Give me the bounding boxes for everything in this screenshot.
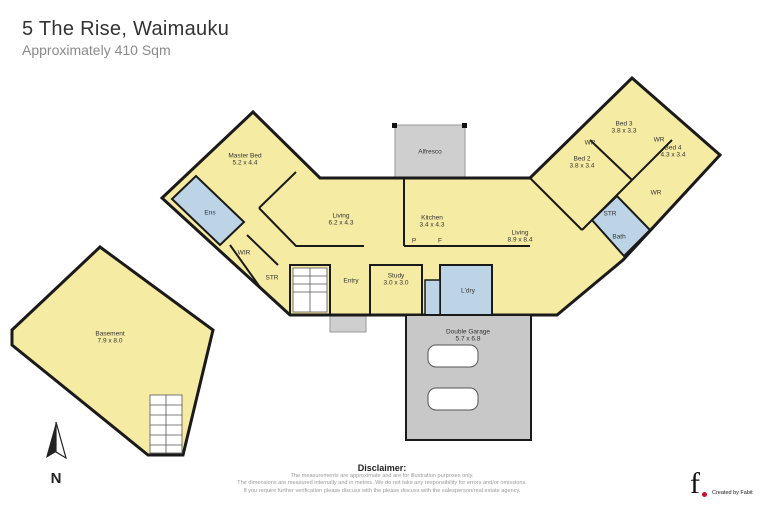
alfresco-post xyxy=(392,123,397,128)
room-wr-bed3: WR xyxy=(653,136,665,144)
garage-room xyxy=(405,314,532,441)
pantry-label: P xyxy=(411,237,417,245)
room-name: Living xyxy=(332,212,350,220)
north-label: N xyxy=(50,470,62,487)
room-name: Study xyxy=(387,272,405,280)
room-name: Basement xyxy=(95,330,125,338)
disclaimer-line: The dimensions are measured internally a… xyxy=(237,480,527,487)
disclaimer-line: If you require further verification plea… xyxy=(243,487,521,494)
ensuite-room xyxy=(170,174,246,247)
room-laundry: L'dry xyxy=(461,287,475,295)
room-size: 7.9 x 8.0 xyxy=(97,338,123,345)
room-bath: Bath xyxy=(612,233,626,241)
room-wr-bed4: WR xyxy=(650,189,662,197)
logo-dot-icon xyxy=(702,492,707,497)
room-size: 6.2 x 4.3 xyxy=(328,220,354,227)
room-ens: Ens xyxy=(204,209,216,217)
toilet-room xyxy=(424,279,441,316)
disclaimer: Disclaimer: The measurements are approxi… xyxy=(162,463,602,495)
room-entry: Entry xyxy=(343,277,359,285)
alfresco-area xyxy=(394,124,466,179)
basement-stairs-icon xyxy=(149,394,183,454)
room-size: 5.2 x 4.4 xyxy=(232,160,258,167)
room-size: 3.8 x 3.4 xyxy=(569,163,595,170)
property-address: 5 The Rise, Waimauku xyxy=(22,18,230,40)
room-size: 3.4 x 4.3 xyxy=(419,222,445,229)
room-size: 3.8 x 3.3 xyxy=(611,128,637,135)
floor-area: Approximately 410 Sqm xyxy=(22,42,171,58)
credit-text: Created by Fabit xyxy=(712,490,753,496)
room-name: Master Bed xyxy=(228,152,262,160)
room-size: 4.3 x 3.4 xyxy=(660,152,686,159)
alfresco-post xyxy=(462,123,467,128)
room-size: 3.0 x 3.0 xyxy=(383,280,409,287)
north-arrow-icon xyxy=(46,421,67,460)
room-name: Double Garage xyxy=(445,328,491,336)
disclaimer-line: The measurements are approximate and are… xyxy=(290,473,474,479)
compass: N xyxy=(38,470,74,487)
room-name: Living xyxy=(511,229,529,237)
room-alfresco: Alfresco xyxy=(418,148,442,156)
logo-letter: f xyxy=(690,467,700,500)
room-wr-bed2: WR xyxy=(584,139,596,147)
room-wir: WIR xyxy=(237,249,251,257)
basement-outline xyxy=(10,245,215,457)
fridge-label: F xyxy=(438,237,442,245)
car-icon xyxy=(427,387,479,411)
room-size: 5.7 x 6.8 xyxy=(455,336,481,343)
disclaimer-title: Disclaimer: xyxy=(357,463,407,473)
room-name: Bed 4 xyxy=(664,144,682,152)
room-name: Kitchen xyxy=(421,214,443,222)
stairs-icon xyxy=(292,267,328,313)
room-size: 8.9 x 8.4 xyxy=(507,237,533,244)
room-str-right: STR xyxy=(603,210,617,218)
room-name: Bed 3 xyxy=(615,120,633,128)
room-name: Bed 2 xyxy=(573,155,591,163)
interior-walls xyxy=(229,139,673,316)
room-str: STR xyxy=(265,274,279,282)
car-icon xyxy=(427,344,479,368)
